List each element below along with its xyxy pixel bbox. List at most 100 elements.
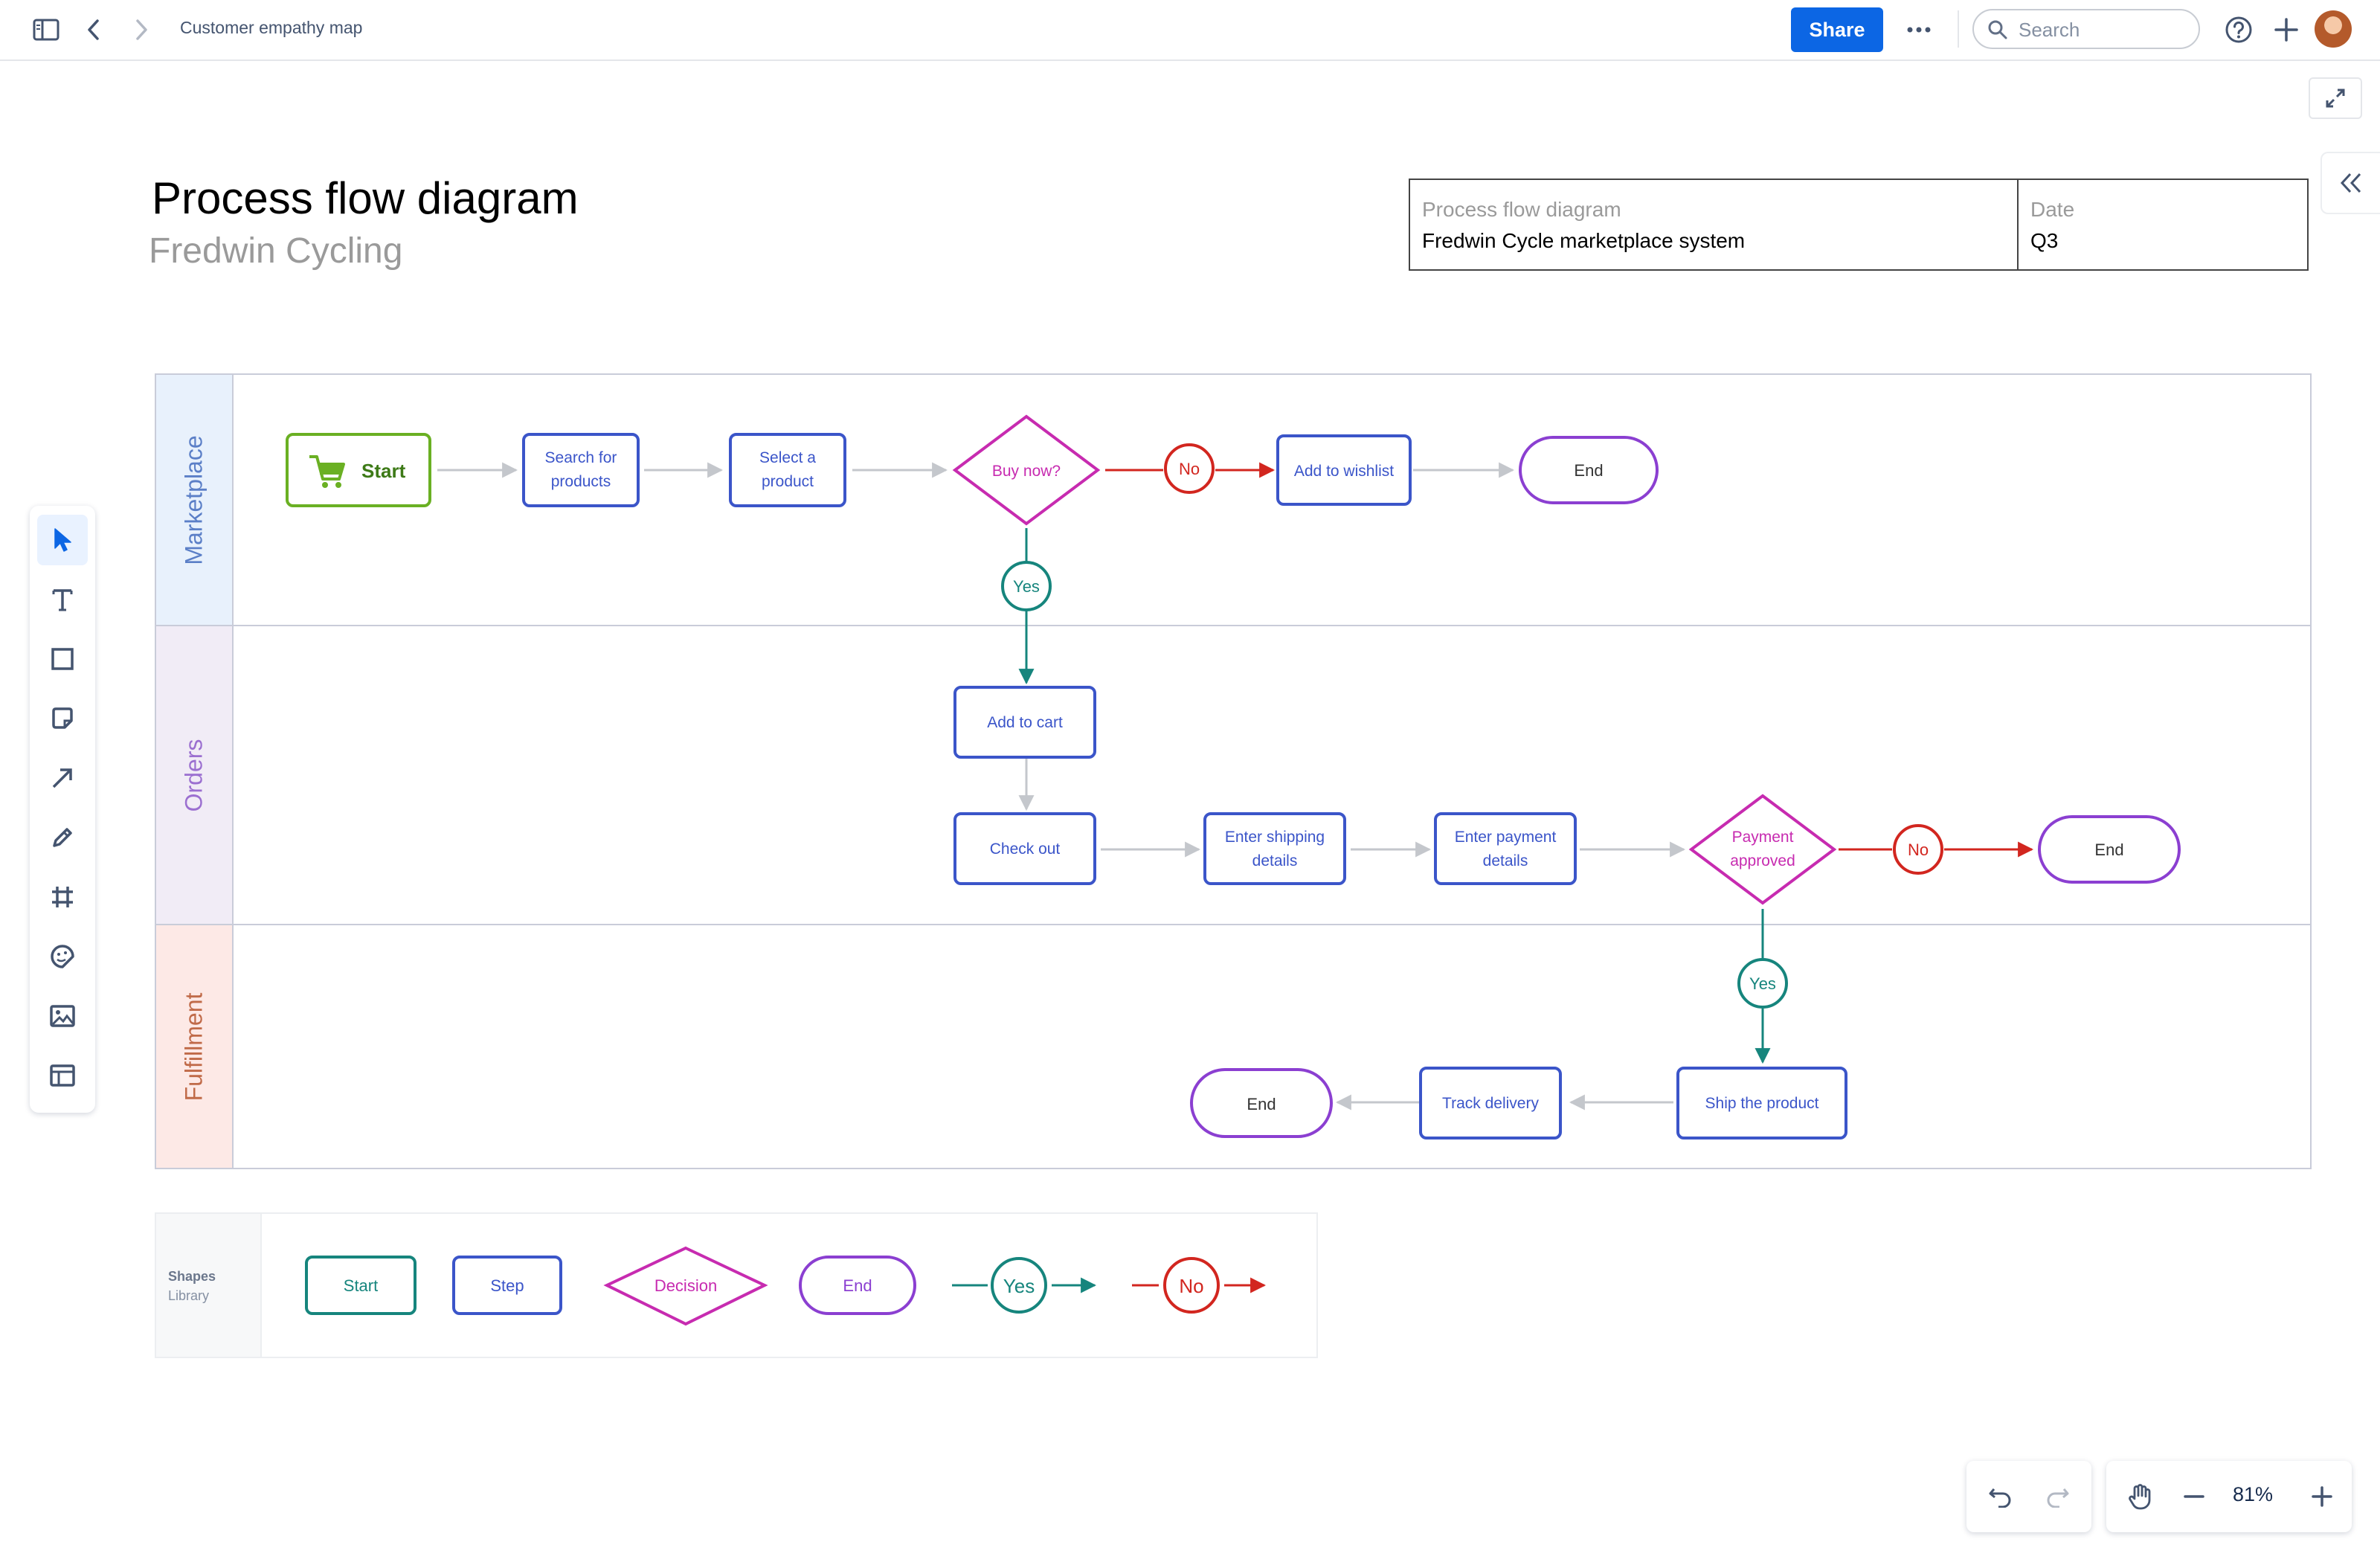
tool-palette [30, 506, 95, 1113]
node-label: Ship the product [1705, 1095, 1819, 1112]
lane-label-orders[interactable]: Orders [156, 626, 232, 924]
step-check-out[interactable]: Check out [953, 812, 1096, 885]
forward-icon[interactable] [125, 13, 158, 46]
shape-label: Decision [654, 1276, 717, 1295]
node-label: End [1247, 1095, 1276, 1113]
no-badge[interactable]: No [1164, 443, 1215, 494]
avatar[interactable] [2315, 10, 2352, 48]
node-label: Check out [990, 840, 1061, 858]
back-icon[interactable] [77, 13, 110, 46]
more-icon[interactable] [1901, 13, 1937, 46]
lane-header-bg [156, 626, 232, 924]
info-label: Date [2030, 198, 2075, 221]
lane-header-bg [156, 375, 232, 625]
decision-payment-approved[interactable]: Payment approved [1688, 794, 1837, 905]
step-select-product[interactable]: Select a product [729, 433, 846, 507]
no-badge[interactable]: No [1893, 824, 1943, 875]
step-enter-shipping[interactable]: Enter shipping details [1203, 812, 1346, 885]
yes-badge[interactable]: Yes [1001, 561, 1052, 611]
redo-icon[interactable] [2039, 1479, 2075, 1514]
zoom-controls: 81% [2106, 1461, 2352, 1532]
node-label: products [551, 473, 611, 490]
lane-divider [156, 924, 2310, 925]
undo-icon[interactable] [1983, 1479, 2019, 1514]
info-value: Fredwin Cycle marketplace system [1422, 229, 1746, 252]
search-input[interactable] [2017, 16, 2191, 43]
end-node[interactable]: End [1190, 1068, 1333, 1138]
expand-icon [2326, 89, 2345, 108]
end-node[interactable]: End [1519, 436, 1659, 504]
hand-icon[interactable] [2123, 1479, 2158, 1514]
node-label: Add to cart [987, 714, 1063, 731]
text-icon[interactable] [37, 574, 88, 625]
zoom-in-icon[interactable] [2304, 1479, 2340, 1514]
cart-icon [309, 455, 345, 488]
library-step-shape[interactable]: Step [452, 1256, 562, 1315]
zoom-out-icon[interactable] [2176, 1479, 2212, 1514]
arrow-icon[interactable] [37, 753, 88, 803]
library-end-shape[interactable]: End [799, 1256, 916, 1315]
search-box[interactable] [1972, 9, 2200, 49]
badge-label: No [1908, 840, 1929, 859]
badge-label: Yes [1013, 577, 1040, 596]
divider [1958, 10, 1959, 48]
swimlane-frame: Marketplace Orders Fulfillment [155, 373, 2312, 1169]
decision-buy-now[interactable]: Buy now? [952, 414, 1101, 526]
library-yes-connector[interactable]: Yes [952, 1257, 1097, 1314]
start-node[interactable]: Start [286, 433, 431, 507]
step-enter-payment[interactable]: Enter payment details [1434, 812, 1577, 885]
node-label: End [2094, 840, 2123, 859]
template-icon[interactable] [37, 1050, 88, 1101]
board-title[interactable]: Process flow diagram [152, 173, 579, 223]
badge-label: Yes [1749, 974, 1776, 993]
info-table[interactable]: Process flow diagram Fredwin Cycle marke… [1409, 179, 2309, 271]
library-title: Shapes [168, 1269, 216, 1284]
fullscreen-button[interactable] [2309, 77, 2362, 119]
info-value: Q3 [2030, 229, 2059, 252]
sticky-note-icon[interactable] [37, 693, 88, 744]
lane-title: Marketplace [180, 434, 208, 565]
lane-label-fulfillment[interactable]: Fulfillment [156, 925, 232, 1168]
panel-collapse-button[interactable] [2320, 152, 2380, 214]
node-label: product [762, 473, 814, 490]
share-button[interactable]: Share [1791, 7, 1883, 52]
sidebar-toggle-icon[interactable] [30, 13, 62, 46]
library-start-shape[interactable]: Start [305, 1256, 416, 1315]
node-label: End [1574, 461, 1603, 480]
step-add-wishlist[interactable]: Add to wishlist [1276, 434, 1412, 506]
shape-label: Step [490, 1276, 524, 1295]
shape-label: End [843, 1276, 872, 1295]
board-subtitle[interactable]: Fredwin Cycling [149, 231, 403, 271]
sticker-icon[interactable] [37, 931, 88, 982]
zoom-level[interactable]: 81% [2233, 1483, 2274, 1505]
info-label: Process flow diagram [1422, 198, 1621, 221]
lane-divider [232, 375, 234, 1168]
image-icon[interactable] [37, 991, 88, 1041]
shape-label: Start [344, 1276, 378, 1295]
lane-divider [156, 625, 2310, 626]
rectangle-icon[interactable] [37, 634, 88, 684]
badge-label: No [1179, 460, 1200, 478]
step-track-delivery[interactable]: Track delivery [1419, 1067, 1562, 1139]
frame-icon[interactable] [37, 872, 88, 922]
node-label: Select a [759, 449, 816, 466]
help-icon[interactable] [2222, 13, 2255, 46]
select-icon[interactable] [37, 515, 88, 565]
library-decision-shape[interactable]: Decision [603, 1246, 768, 1326]
node-label: Add to wishlist [1294, 463, 1394, 480]
pen-icon[interactable] [37, 812, 88, 863]
node-label: Payment [1732, 829, 1794, 846]
info-cell-date: Date Q3 [2019, 180, 2307, 269]
end-node[interactable]: End [2038, 815, 2181, 884]
connectors [437, 462, 2034, 1110]
step-add-to-cart[interactable]: Add to cart [953, 686, 1096, 759]
lane-label-marketplace[interactable]: Marketplace [156, 375, 232, 625]
shape-label: Yes [1003, 1275, 1035, 1297]
breadcrumb[interactable]: Customer empathy map [180, 18, 363, 37]
step-ship-product[interactable]: Ship the product [1676, 1067, 1847, 1139]
library-no-connector[interactable]: No [1132, 1257, 1267, 1314]
plus-icon[interactable] [2270, 13, 2303, 46]
step-search-products[interactable]: Search for products [522, 433, 640, 507]
yes-badge[interactable]: Yes [1737, 958, 1788, 1009]
